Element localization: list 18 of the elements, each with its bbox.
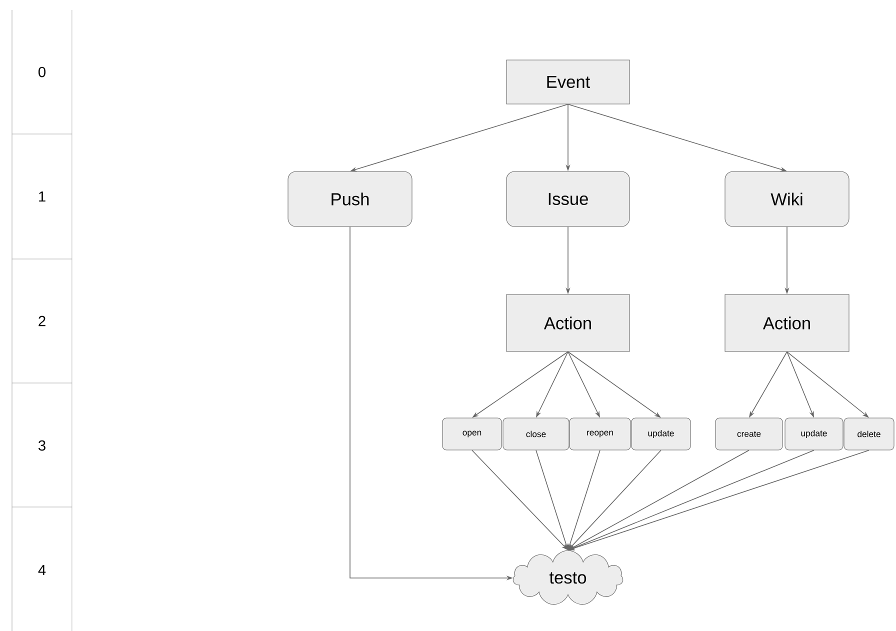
- row-number: 0: [38, 66, 46, 78]
- row-number: 4: [38, 564, 46, 576]
- option-box: update: [631, 418, 691, 450]
- rounded-box: Push: [288, 171, 412, 227]
- process-box: Action: [724, 294, 850, 352]
- option-box: close: [502, 418, 570, 450]
- option-box: create: [715, 418, 783, 450]
- row-number: 1: [39, 191, 46, 202]
- process-box: Event: [506, 60, 630, 104]
- option-box: update: [784, 418, 844, 450]
- option-box: reopen: [569, 418, 631, 450]
- option-box: open: [442, 418, 502, 450]
- option-box: delete: [844, 418, 894, 450]
- row-number: 3: [38, 440, 46, 451]
- rounded-box: Issue: [506, 171, 630, 227]
- rounded-box: Wiki: [724, 171, 850, 227]
- row-number: 2: [38, 316, 46, 326]
- process-box: Action: [506, 294, 630, 352]
